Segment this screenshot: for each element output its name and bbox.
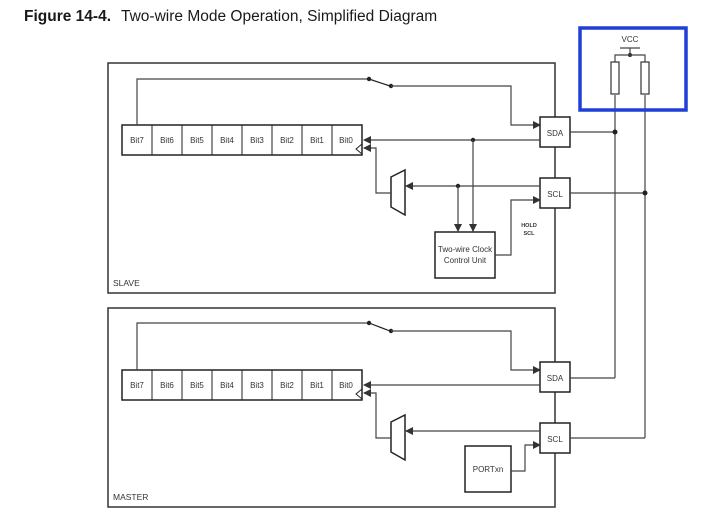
clock-unit-line1: Two-wire Clock [438, 245, 493, 254]
master-bit7: Bit7 [130, 381, 144, 390]
master-mux [390, 413, 406, 462]
master-block: MASTER Bit7 Bit6 Bit5 Bit4 Bit3 Bit2 Bit… [107, 307, 571, 508]
slave-mux [390, 168, 406, 217]
slave-block: SLAVE Bit7 Bit6 Bit5 Bit4 Bit3 Bit2 Bit1… [107, 62, 571, 294]
figure-number: Figure 14-4. [24, 8, 111, 25]
master-scl-pin [539, 422, 571, 454]
slave-bit5: Bit5 [190, 136, 204, 145]
figure-title: Figure 14-4. Two-wire Mode Operation, Sim… [24, 8, 437, 26]
highlight-box [578, 26, 688, 112]
hold-scl-label-1: HOLD [521, 223, 537, 229]
master-bit0: Bit0 [339, 381, 353, 390]
slave-output-switch [366, 76, 394, 89]
master-sda-pin [539, 361, 571, 393]
slave-shift-register: Bit7 Bit6 Bit5 Bit4 Bit3 Bit2 Bit1 Bit0 [121, 124, 363, 156]
master-msb-line [136, 322, 369, 370]
vcc-label: VCC [622, 35, 639, 44]
sda-pullup-resistor [610, 61, 620, 95]
slave-bit3: Bit3 [250, 136, 264, 145]
master-bit3: Bit3 [250, 381, 264, 390]
slave-bit6: Bit6 [160, 136, 174, 145]
slave-bit4: Bit4 [220, 136, 234, 145]
portxn-block [464, 445, 512, 493]
slave-bit7: Bit7 [130, 136, 144, 145]
slave-label: SLAVE [113, 278, 140, 288]
master-bit6: Bit6 [160, 381, 174, 390]
master-bit2: Bit2 [280, 381, 294, 390]
slave-bit2: Bit2 [280, 136, 294, 145]
portxn-label: PORTxn [473, 465, 504, 474]
master-output-switch [366, 320, 394, 334]
master-shift-register: Bit7 Bit6 Bit5 Bit4 Bit3 Bit2 Bit1 Bit0 [121, 369, 363, 401]
master-bit4: Bit4 [220, 381, 234, 390]
master-scl-label: SCL [547, 435, 563, 444]
slave-sda-label: SDA [547, 129, 564, 138]
hold-scl-label-2: SCL [524, 231, 536, 237]
slave-bit0: Bit0 [339, 136, 353, 145]
slave-scl-pin [539, 177, 571, 209]
pullup-section: VCC [610, 35, 650, 95]
master-label: MASTER [113, 492, 148, 502]
slave-msb-line [136, 78, 369, 125]
scl-pullup-resistor [640, 61, 650, 95]
clock-unit-line2: Control Unit [444, 256, 487, 265]
master-frame [107, 307, 556, 508]
figure-caption: Two-wire Mode Operation, Simplified Diag… [121, 8, 438, 25]
two-wire-clock-control-unit [434, 231, 496, 279]
master-sda-label: SDA [547, 374, 564, 383]
slave-scl-label: SCL [547, 190, 563, 199]
master-bit1: Bit1 [310, 381, 324, 390]
bus-lines [570, 95, 648, 439]
master-bit5: Bit5 [190, 381, 204, 390]
slave-bit1: Bit1 [310, 136, 324, 145]
